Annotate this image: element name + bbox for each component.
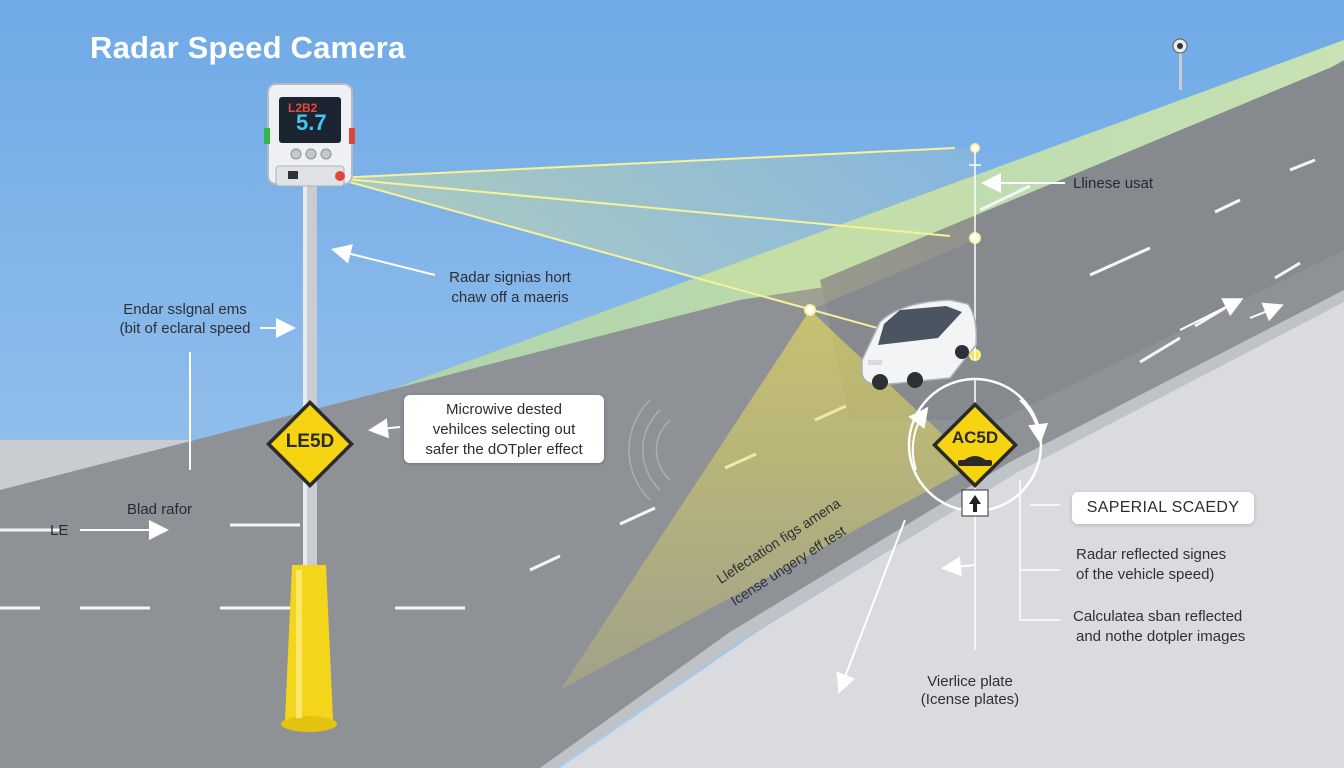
label-license-usat: Llinese usat bbox=[1073, 175, 1154, 192]
van bbox=[861, 299, 978, 390]
label-calc-2: and nothe dotpler images bbox=[1076, 628, 1246, 645]
label-reflected-1: Radar reflected signes bbox=[1076, 546, 1227, 563]
roadside-post bbox=[1172, 38, 1188, 90]
camera-display-speed: 5.7 bbox=[296, 110, 327, 135]
radar-beam-lines bbox=[334, 147, 976, 356]
pole-sign-text: LE5D bbox=[285, 431, 335, 452]
callout-arrows bbox=[80, 173, 1284, 694]
ground-right bbox=[560, 300, 1344, 768]
label-emits-2: (bit of eclaral speed bbox=[119, 320, 251, 337]
road-sign-group bbox=[907, 377, 1043, 517]
microwave-line-3: safer the dOTpler effect bbox=[425, 441, 583, 458]
label-vehicle-plate-2: (Icense plates) bbox=[920, 691, 1020, 708]
road bbox=[0, 60, 1344, 768]
label-vehicle-plate-1: Vierlice plate bbox=[927, 673, 1013, 690]
road-sign-text: AC5D bbox=[951, 428, 999, 447]
label-blad-rafor: Blad rafor bbox=[127, 501, 193, 518]
curb bbox=[540, 290, 1344, 768]
camera-display-top: L2B2 bbox=[288, 101, 318, 115]
doppler-waves bbox=[628, 399, 671, 501]
speedy-callout-box: SAPERIAL SCAEDY bbox=[1072, 492, 1254, 524]
label-le: LE bbox=[50, 522, 69, 539]
label-emits-1: Endar sslgnal ems bbox=[123, 301, 247, 318]
label-calc-1: Calculatea sban reflected bbox=[1073, 608, 1243, 625]
microwave-line-2: vehilces selecting out bbox=[432, 421, 576, 438]
pole-base bbox=[285, 565, 333, 720]
label-radar-not-1: Radar signias hort bbox=[449, 269, 571, 286]
speedy-label: SAPERIAL SCAEDY bbox=[1086, 499, 1240, 516]
radar-beam-fan bbox=[335, 148, 975, 355]
radar-camera bbox=[264, 83, 355, 187]
label-reflected-2: of the vehicle speed) bbox=[1076, 566, 1215, 583]
microwave-line-1: Microwive dested bbox=[446, 401, 562, 418]
page-title: Radar Speed Camera bbox=[90, 30, 406, 65]
pole-warning-sign bbox=[266, 400, 354, 488]
microwave-callout-box: Microwive dested vehilces selecting out … bbox=[404, 395, 604, 463]
label-radar-not-2: chaw off a maeris bbox=[451, 289, 569, 306]
detection-cone bbox=[560, 310, 975, 690]
